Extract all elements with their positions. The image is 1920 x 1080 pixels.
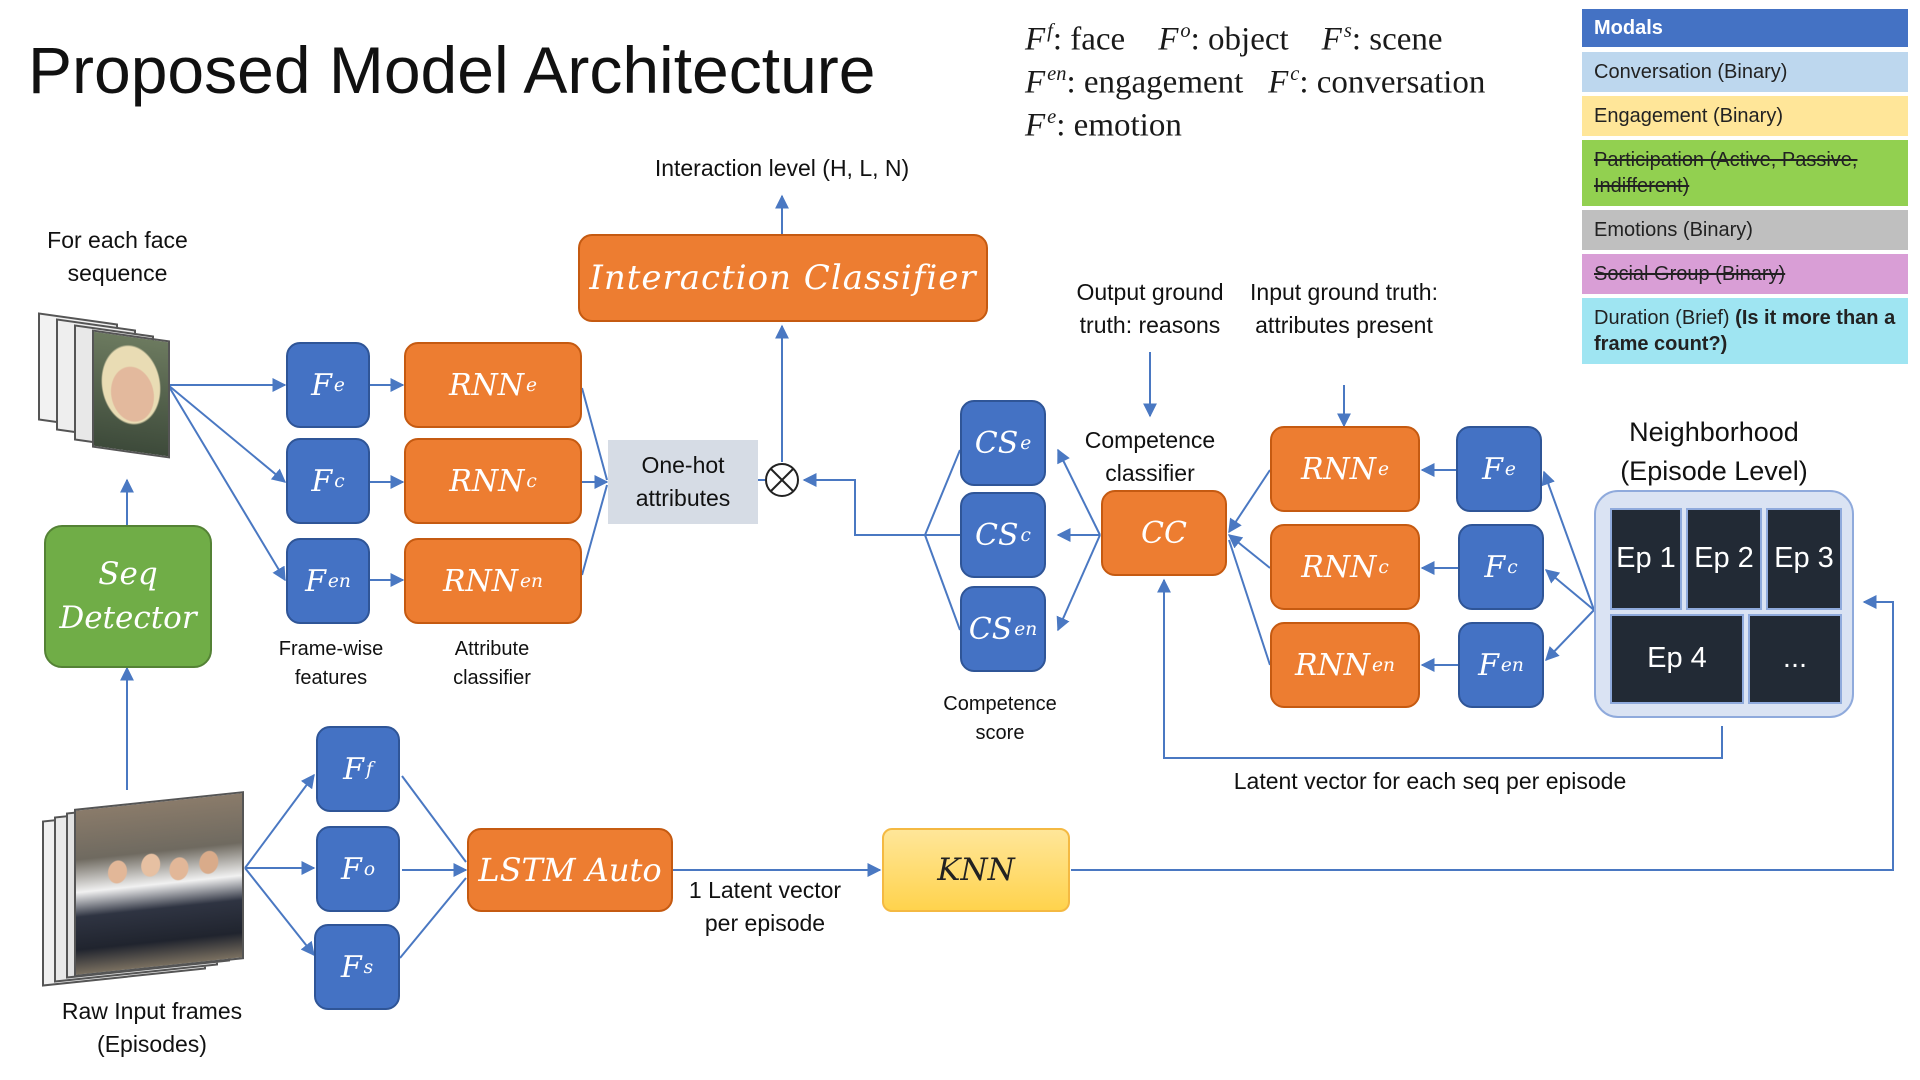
input-ground-truth-label: Input ground truth: attributes present xyxy=(1250,279,1438,339)
competence-classifier-node: CC xyxy=(1101,490,1227,576)
episode-1: Ep 1 xyxy=(1610,508,1682,610)
episode-3: Ep 3 xyxy=(1766,508,1842,610)
latent-vector-each-label: Latent vector for each seq per episode xyxy=(1233,768,1627,794)
feature-legend-row-2: Fen: engagement Fc: conversation xyxy=(1025,63,1486,101)
modals-row-label: Duration (Brief) xyxy=(1594,307,1736,329)
frame-wise-features-label: Frame-wise features xyxy=(278,638,384,689)
episode-4: Ep 4 xyxy=(1610,614,1744,704)
modals-header: Modals xyxy=(1582,9,1908,47)
modals-row-label: Emotions (Binary) xyxy=(1594,219,1753,241)
latent-vector-one-label: 1 Latent vector per episode xyxy=(688,877,842,937)
competence-score-label: Competence score xyxy=(943,693,1057,744)
modals-row: Engagement (Binary) xyxy=(1582,96,1908,136)
modals-row: Participation (Active, Passive, Indiffer… xyxy=(1582,140,1908,206)
face-sequence-label: For each face sequence xyxy=(47,227,188,287)
modals-row-label: Conversation (Binary) xyxy=(1594,61,1788,83)
raw-input-label: Raw Input frames (Episodes) xyxy=(61,998,243,1058)
raw-input-image xyxy=(74,791,244,977)
feature-legend-row-3: Fe: emotion xyxy=(1025,106,1182,144)
modals-row: Emotions (Binary) xyxy=(1582,210,1908,250)
modals-row-note: (Is it more than a frame count?) xyxy=(1594,307,1896,355)
interaction-level-label: Interaction level (H, L, N) xyxy=(654,155,910,181)
face-sequence-image xyxy=(92,329,170,459)
episode-2: Ep 2 xyxy=(1686,508,1762,610)
neighborhood-label: Neighborhood (Episode Level) xyxy=(1620,417,1808,487)
interaction-classifier-node: Interaction Classifier xyxy=(578,234,988,322)
modals-row-label: Participation (Active, Passive, Indiffer… xyxy=(1594,149,1858,197)
modals-row-label: Social Group (Binary) xyxy=(1594,263,1786,285)
competence-classifier-label: Competence classifier xyxy=(1084,427,1216,487)
seq-detector-node: Seq Detector xyxy=(44,525,212,668)
episode-more: ... xyxy=(1748,614,1842,704)
lstm-auto-node: LSTM Auto xyxy=(467,828,673,912)
knn-node: KNN xyxy=(882,828,1070,912)
attribute-classifier-label: Attribute classifier xyxy=(453,638,531,689)
page-title: Proposed Model Architecture xyxy=(28,33,876,107)
feature-legend-row-1: Ff: face Fo: object Fs: scene xyxy=(1025,20,1443,58)
modals-row-label: Engagement (Binary) xyxy=(1594,105,1783,127)
output-ground-truth-label: Output ground truth: reasons xyxy=(1076,279,1224,339)
modals-row: Social Group (Binary) xyxy=(1582,254,1908,294)
modals-row: Duration (Brief) (Is it more than a fram… xyxy=(1582,298,1908,364)
modals-row: Conversation (Binary) xyxy=(1582,52,1908,92)
one-hot-attributes-node: One-hot attributes xyxy=(608,440,758,524)
